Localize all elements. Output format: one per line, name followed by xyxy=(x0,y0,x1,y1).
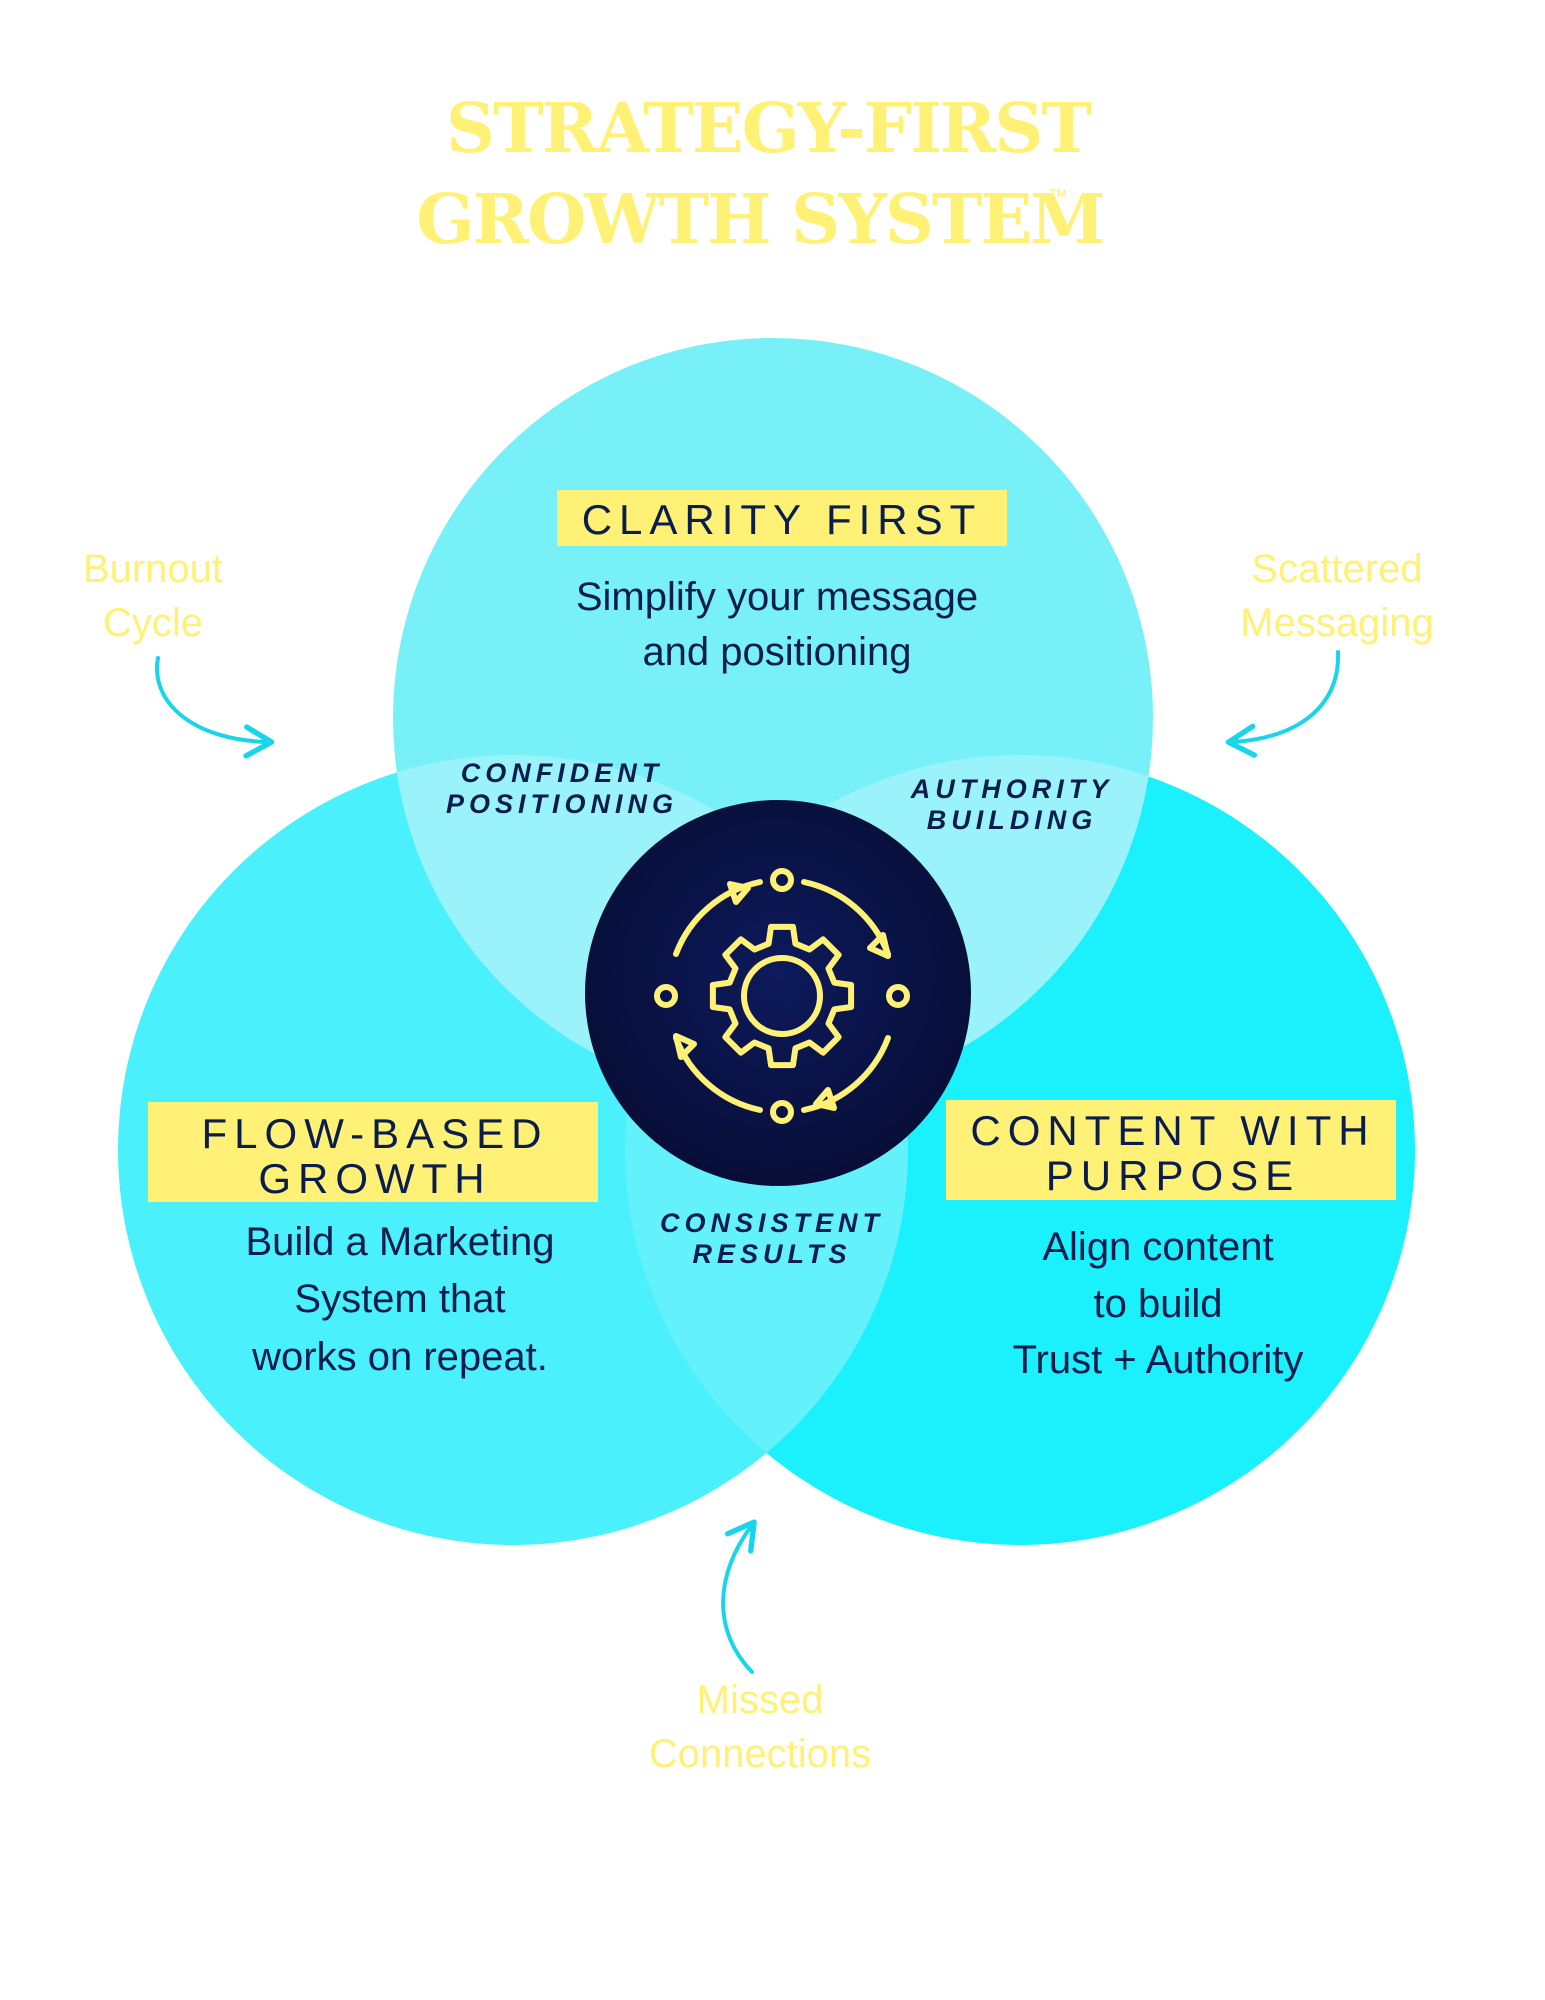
clarity-body-line-1: Simplify your message xyxy=(576,575,978,619)
pain-scattered-line-1: Scattered xyxy=(1251,547,1422,591)
intersection-consistent-line-1: CONSISTENT xyxy=(660,1208,884,1238)
gear-cycle-icon xyxy=(654,868,910,1124)
pain-burnout-line-1: Burnout xyxy=(83,547,223,591)
label-box-content-with-purpose xyxy=(946,1100,1396,1200)
flow-body-line-2: System that xyxy=(294,1277,505,1321)
content-body-line-1: Align content xyxy=(1042,1225,1273,1269)
flow-body-line-3: works on repeat. xyxy=(251,1335,548,1379)
intersection-confident-line-1: CONFIDENT xyxy=(461,758,664,788)
label-box-flow-based-growth xyxy=(148,1102,598,1202)
pain-missed-line-2: Connections xyxy=(649,1732,871,1776)
label-box-clarity-first xyxy=(557,490,1007,546)
clarity-body-line-2: and positioning xyxy=(642,630,911,674)
arrow-burnout xyxy=(155,656,275,759)
intersection-authority-line-2: BUILDING xyxy=(927,805,1098,835)
content-body-line-2: to build xyxy=(1094,1282,1223,1326)
intersection-confident-line-2: POSITIONING xyxy=(446,789,678,819)
label-content-line-1: CONTENT WITH xyxy=(970,1107,1375,1154)
arrow-scattered xyxy=(1225,650,1341,758)
title-line-2: GROWTH SYSTEM xyxy=(416,180,1103,260)
content-body-line-3: Trust + Authority xyxy=(1013,1338,1304,1382)
intersection-authority-line-1: AUTHORITY xyxy=(910,774,1114,804)
pain-missed-line-1: Missed xyxy=(697,1678,824,1722)
pain-scattered-line-2: Messaging xyxy=(1240,601,1433,645)
title-line-1: STRATEGY-FIRST xyxy=(446,89,1091,169)
label-content-line-2: PURPOSE xyxy=(1046,1152,1300,1199)
pain-burnout-line-2: Cycle xyxy=(103,601,203,645)
trademark-symbol: ™ xyxy=(1048,186,1068,208)
label-flow-based-line-1: FLOW-BASED xyxy=(202,1110,549,1157)
flow-body-line-1: Build a Marketing xyxy=(245,1220,554,1264)
intersection-consistent-line-2: RESULTS xyxy=(692,1239,851,1269)
label-clarity-first: CLARITY FIRST xyxy=(582,496,983,543)
center-hub xyxy=(585,800,971,1186)
arrow-missed xyxy=(721,1519,757,1674)
label-flow-based-line-2: GROWTH xyxy=(258,1155,491,1202)
